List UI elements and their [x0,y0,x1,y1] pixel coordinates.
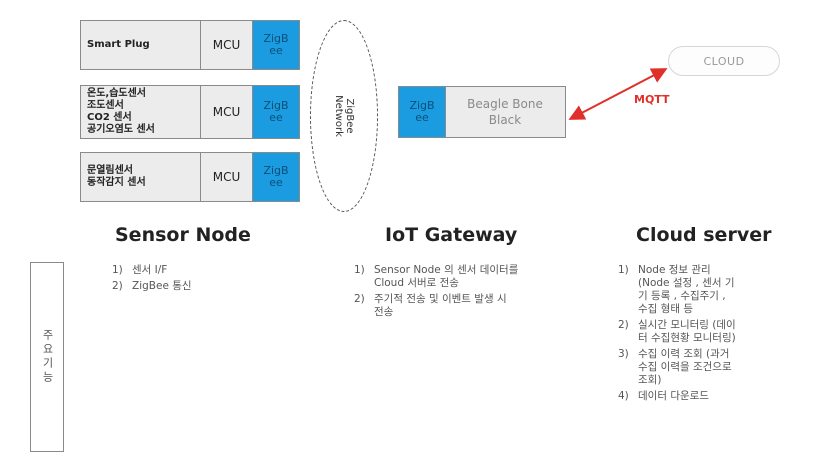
list-item: 2)실시간 모니터링 (데이 터 수집현황 모니터링) [618,319,736,344]
sensor-node-label: 온도,습도센서 조도센서 CO2 센서 공기오염도 센서 [87,88,155,135]
iot-gateway-functions: 1)Sensor Node 의 센서 데이터를 Cloud 서버로 전송 2)주… [354,264,584,322]
heading-iot-gateway: IoT Gateway [385,224,518,246]
cloud-label: CLOUD [703,54,745,68]
list-item: 2)주기적 전송 및 이벤트 발생 시 전송 [354,293,507,318]
zigbee-module: ZigB ee [253,21,299,69]
mcu-label: MCU [201,21,253,69]
heading-sensor-node: Sensor Node [115,224,251,246]
sensor-node-label: 문열림센서 동작감지 센서 [87,165,146,188]
sensor-node-environment: 온도,습도센서 조도센서 CO2 센서 공기오염도 센서 MCU ZigB ee [80,85,300,139]
gateway-board-label: Beagle Bone Black [467,97,543,127]
cloud-icon: CLOUD [668,46,780,76]
mqtt-label: MQTT [634,93,670,106]
zigbee-network: ZigBee Network [310,20,378,212]
sensor-node-smart-plug: Smart Plug MCU ZigB ee [80,20,300,70]
sensor-node-door-motion: 문열림센서 동작감지 센서 MCU ZigB ee [80,152,300,202]
list-item: 4)데이터 다운로드 [618,390,709,402]
cloud-server-functions: 1)Node 정보 관리 (Node 설정 , 센서 기 기 등록 , 수집주기… [618,264,808,406]
heading-cloud-server: Cloud server [636,224,772,246]
iot-gateway-box: ZigB ee Beagle Bone Black [398,86,566,138]
side-label-text: 주요기능 [41,329,54,385]
mcu-label: MCU [201,153,253,201]
zigbee-module: ZigB ee [253,153,299,201]
sensor-node-label: Smart Plug [87,39,150,50]
list-item: 1)Node 정보 관리 (Node 설정 , 센서 기 기 등록 , 수집주기… [618,264,735,315]
list-item: 1)Sensor Node 의 센서 데이터를 Cloud 서버로 전송 [354,264,519,289]
list-item: 3)수집 이력 조회 (과거 수집 이력을 조건으로 조회) [618,348,732,386]
mcu-label: MCU [201,86,253,138]
zigbee-module: ZigB ee [253,86,299,138]
list-item: 1)센서 I/F [112,264,168,276]
gateway-zigbee-module: ZigB ee [399,87,446,137]
main-functions-side-label: 주요기능 [30,262,64,452]
list-item: 2)ZigBee 통신 [112,280,192,292]
sensor-node-functions: 1)센서 I/F 2)ZigBee 통신 [112,264,292,296]
